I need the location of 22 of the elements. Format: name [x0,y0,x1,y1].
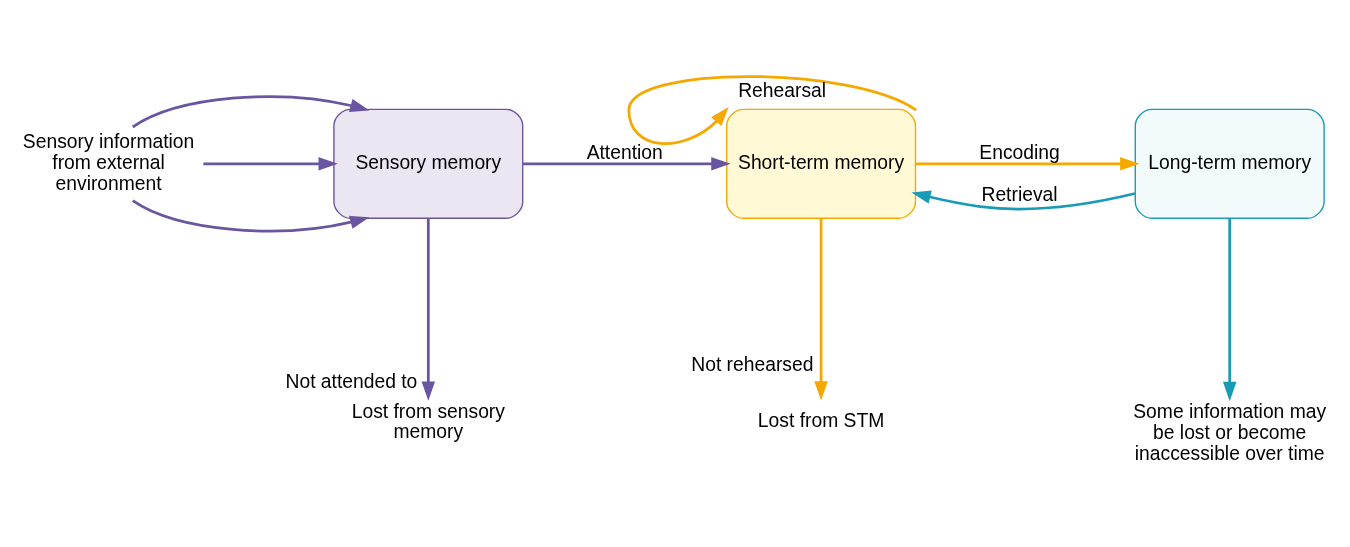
node-box: Sensory memory [333,108,524,219]
edge-label: Encoding [979,141,1060,163]
node-text: Lost from sensory memory [351,400,505,443]
arrow [915,157,1140,171]
arrow [814,218,828,401]
arrow [132,95,370,129]
arrow [203,157,338,171]
node-box: Long-term memory [1134,108,1325,219]
arrow [132,199,370,233]
edge-label: Not attended to [285,371,418,393]
arrow [1222,218,1237,402]
edge-label: Rehearsal [738,80,827,102]
node-box: Short-term memory [726,108,917,219]
node-text: Lost from STM [757,409,885,431]
edge-label: Not rehearsed [691,353,814,375]
arrow [911,190,1136,211]
node-text: Sensory information from external environment [22,131,195,194]
edge-label: Attention [586,141,663,163]
node-text: Some information may be lost or become inaccessible over time [1133,401,1327,464]
arrow [421,218,436,401]
edge-label: Retrieval [981,184,1058,206]
arrow [523,157,731,171]
